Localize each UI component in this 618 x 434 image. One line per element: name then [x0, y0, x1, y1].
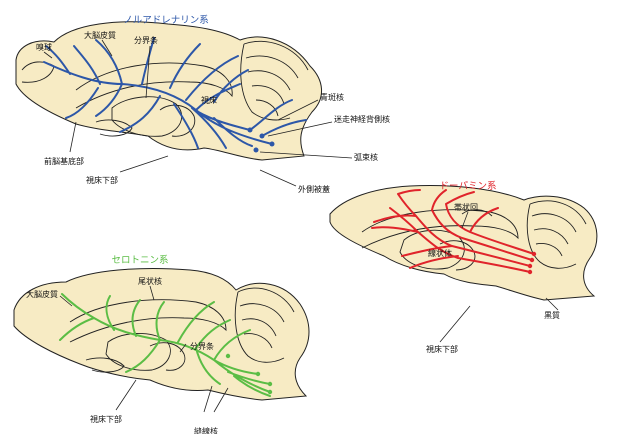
label-raphe: 縫線核	[194, 426, 218, 434]
label-substantia-nigra: 黒質	[544, 310, 560, 320]
label-solitary-nucleus: 弧束核	[354, 152, 378, 162]
noradrenaline-brain	[16, 22, 322, 160]
serotonin-brain	[14, 269, 309, 401]
label-cortex-ht: 大脳皮質	[26, 289, 58, 299]
label-basal-forebrain: 前脳基底部	[44, 156, 84, 166]
label-hypothalamus: 視床下部	[86, 175, 118, 185]
label-stria-terminalis-ht: 分界条	[190, 341, 214, 351]
label-hypothalamus-da: 視床下部	[426, 344, 458, 354]
noradrenaline-brain-outline	[16, 22, 322, 160]
label-striatum: 線状体	[428, 248, 452, 258]
label-hypothalamus-ht: 視床下部	[90, 414, 122, 424]
serotonin-title: セロトニン系	[111, 255, 168, 266]
label-locus-coeruleus: 青斑核	[320, 92, 344, 102]
label-cingulate: 帯状回	[454, 202, 478, 212]
label-stria-terminalis: 分界条	[134, 35, 158, 45]
label-lateral-tegmentum: 外側被蓋	[298, 184, 330, 194]
label-olfactory-bulb: 嗅球	[36, 42, 52, 52]
label-cortex: 大脳皮質	[84, 30, 116, 40]
label-vagus-dorsal-nucleus: 迷走神経背側核	[334, 114, 390, 124]
noradrenaline-title: ノルアドレナリン系	[123, 15, 209, 26]
label-thalamus: 視床	[201, 95, 217, 105]
dopamine-title: ドーパミン系	[440, 181, 497, 192]
serotonin-brain-outline	[14, 269, 309, 401]
label-caudate: 尾状核	[138, 276, 162, 286]
